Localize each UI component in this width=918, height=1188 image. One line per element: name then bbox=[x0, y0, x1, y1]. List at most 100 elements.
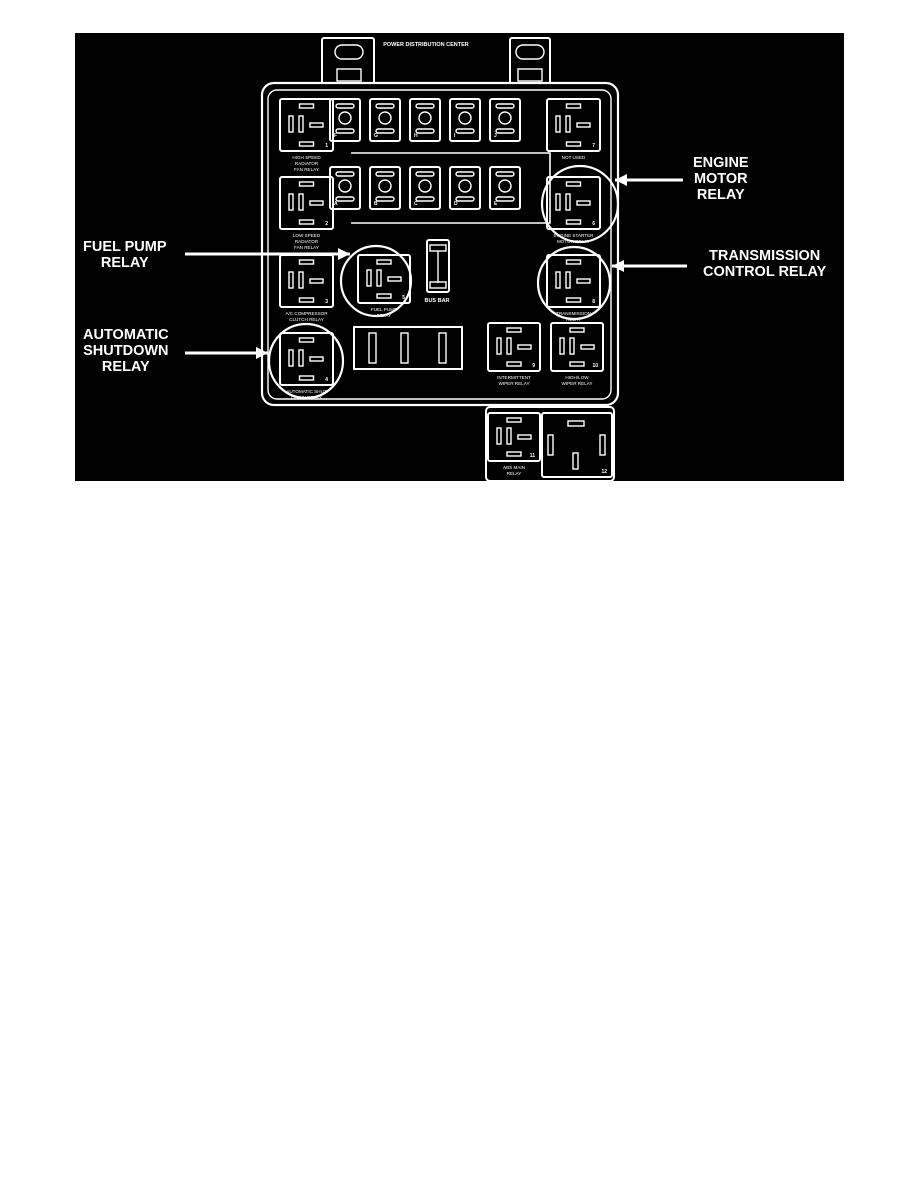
callout-line: RELAY bbox=[101, 359, 150, 375]
relay-pin bbox=[298, 115, 304, 133]
fuse-outline bbox=[329, 98, 361, 142]
relay-outline bbox=[279, 98, 334, 152]
fuse-j: J bbox=[489, 98, 521, 142]
automatic-shutdown-relay-highlight bbox=[267, 322, 345, 400]
relay-pin bbox=[309, 278, 324, 284]
callout-line: SHUTDOWN bbox=[83, 343, 169, 359]
fuse-letter: H bbox=[414, 133, 418, 139]
relay-pin bbox=[555, 115, 561, 133]
callout-line: MOTOR bbox=[693, 171, 748, 187]
relay-pin bbox=[565, 259, 582, 265]
fuse-element bbox=[498, 179, 512, 193]
relay-number: 3 bbox=[325, 299, 328, 305]
relay-pin bbox=[565, 103, 582, 109]
engine-motor-relay-highlight bbox=[540, 164, 620, 244]
relay-pin bbox=[547, 434, 554, 456]
relay-pin bbox=[555, 193, 561, 211]
relay-pin bbox=[288, 349, 294, 367]
relay-outline bbox=[487, 322, 541, 372]
relay-number: 4 bbox=[325, 377, 328, 383]
bus-bar-label: BUS BAR bbox=[424, 298, 449, 304]
relay-pin bbox=[517, 344, 532, 350]
relay-label: RELAY bbox=[507, 471, 522, 476]
relay-pin bbox=[559, 337, 565, 355]
fuel-pump-relay-callout: FUEL PUMP RELAY bbox=[83, 239, 167, 271]
relay-pin bbox=[298, 349, 304, 367]
relay-pin bbox=[309, 122, 324, 128]
relay-pin bbox=[555, 271, 561, 289]
relay-label: TRANSMISSION bbox=[556, 311, 591, 316]
relay-pin bbox=[298, 193, 304, 211]
relay-pin bbox=[496, 427, 502, 445]
relay-pin bbox=[506, 417, 522, 423]
relay-pin bbox=[376, 259, 392, 265]
callout-line: CONTROL RELAY bbox=[703, 264, 827, 280]
fuse-element bbox=[338, 179, 352, 193]
tab-window-right bbox=[517, 68, 543, 82]
automatic-shutdown-relay-arrow bbox=[185, 347, 268, 359]
fuse-outline bbox=[449, 166, 481, 210]
relay-pin bbox=[288, 193, 294, 211]
fuel-pump-relay-arrow bbox=[185, 248, 350, 260]
fuse-terminal bbox=[375, 196, 395, 202]
fuse-a: A bbox=[329, 166, 361, 210]
maxi-fuse-slot bbox=[438, 332, 447, 364]
maxi-fuse-block bbox=[353, 326, 463, 370]
relay-label: FUEL PUMP bbox=[371, 307, 397, 312]
transmission-control-relay-highlight bbox=[536, 245, 612, 321]
fuse-b: B bbox=[369, 166, 401, 210]
fuse-outline bbox=[489, 166, 521, 210]
relay-label: A/C COMPRESSOR bbox=[285, 311, 328, 316]
relay-pin bbox=[298, 219, 315, 225]
tab-window-left bbox=[336, 68, 362, 82]
relay-number: 2 bbox=[325, 221, 328, 227]
fuse-terminal bbox=[415, 196, 435, 202]
fuse-d: D bbox=[449, 166, 481, 210]
relay-pin bbox=[298, 337, 315, 343]
fuse-terminal bbox=[455, 103, 475, 109]
fuse-outline bbox=[329, 166, 361, 210]
housing-outline bbox=[260, 81, 620, 407]
arrow-head bbox=[615, 174, 627, 186]
transmission-control-relay-arrow bbox=[612, 260, 687, 272]
relay-label: AUTOMATIC SHUT bbox=[286, 389, 327, 394]
callout-line: TRANSMISSION bbox=[709, 248, 821, 264]
relay-pin bbox=[298, 297, 315, 303]
fuse-f: F bbox=[329, 98, 361, 142]
relay-pin bbox=[309, 356, 324, 362]
tab-slot-left bbox=[334, 44, 364, 60]
fuse-letter: F bbox=[334, 133, 337, 139]
relay-number: 6 bbox=[592, 221, 595, 227]
fuse-terminal bbox=[335, 196, 355, 202]
relay-pin bbox=[576, 200, 591, 206]
fuse-c: C bbox=[409, 166, 441, 210]
fuse-terminal bbox=[495, 128, 515, 134]
fuse-letter: D bbox=[454, 201, 458, 207]
relay-pin bbox=[565, 271, 571, 289]
relay-number: 1 bbox=[325, 143, 328, 149]
static-outlines bbox=[260, 37, 620, 481]
fuse-terminal bbox=[455, 196, 475, 202]
relay-pin bbox=[298, 271, 304, 289]
fuse-letter: I bbox=[454, 133, 456, 139]
relay-outline bbox=[550, 322, 604, 372]
relay-label: WIPER RELAY bbox=[561, 381, 592, 386]
relay-label: FAN RELAY bbox=[294, 167, 319, 172]
relay-outline bbox=[279, 332, 334, 386]
transmission-control-relay-callout: TRANSMISSION CONTROL RELAY bbox=[703, 248, 826, 280]
relay-label: HIGH/LOW bbox=[565, 375, 589, 380]
fuse-terminal bbox=[495, 171, 515, 177]
callout-line: FUEL PUMP bbox=[83, 239, 167, 255]
relay-label: RADIATOR bbox=[295, 161, 319, 166]
relay-label: CLUTCH RELAY bbox=[289, 317, 324, 322]
fuse-outline bbox=[369, 166, 401, 210]
relay-pin bbox=[580, 344, 595, 350]
relay-pin bbox=[366, 269, 372, 287]
engine-motor-relay-callout: ENGINE MOTOR RELAY bbox=[693, 155, 749, 203]
